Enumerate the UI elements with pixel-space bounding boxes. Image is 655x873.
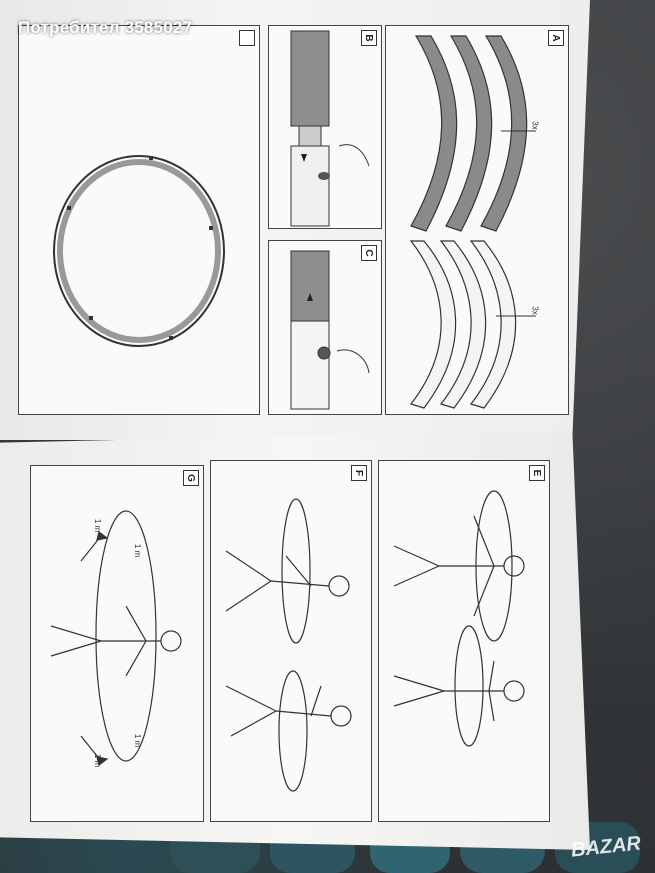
user-watermark: Потребител 3585027 [18,18,193,37]
panel-f-exercise: F [210,460,372,822]
panel-c-release: C [268,240,382,415]
measure-label-4: 1 m [93,753,103,768]
hoop-illustration [53,155,225,347]
panel-g-exercise: G 1 m 1 m 1 m 1 m [30,465,204,822]
panel-b-connector: B [268,25,382,229]
qty-lower: 3x [530,306,540,315]
panel-f-label: F [351,465,367,481]
panel-d-label [239,30,255,46]
panel-a-label: A [548,30,564,46]
measure-label-3: 1 m [133,733,143,748]
panel-g-label: G [183,470,199,486]
measure-label-1: 1 m [93,518,103,533]
qty-upper: 3x [530,121,540,130]
panel-d-assembled-hoop [18,25,260,415]
hoop-exercise-figures-e [393,490,525,747]
panel-e-exercise: E [378,460,550,822]
hoop-exercise-figures-f [225,498,352,792]
measure-label-2: 1 m [133,543,143,558]
manual-page-bottom: E F [0,430,590,850]
release-button-illustration [290,250,370,410]
manual-page-top: A 3x 3x B [0,0,590,440]
panel-c-label: C [361,245,377,261]
panel-b-label: B [361,30,377,46]
hoop-exercise-figure-g [50,510,182,767]
panel-a-hoop-segments: A 3x 3x [385,25,569,415]
tube-connector-illustration [290,30,370,227]
segment-illustrations [409,35,536,409]
panel-e-label: E [529,465,545,481]
